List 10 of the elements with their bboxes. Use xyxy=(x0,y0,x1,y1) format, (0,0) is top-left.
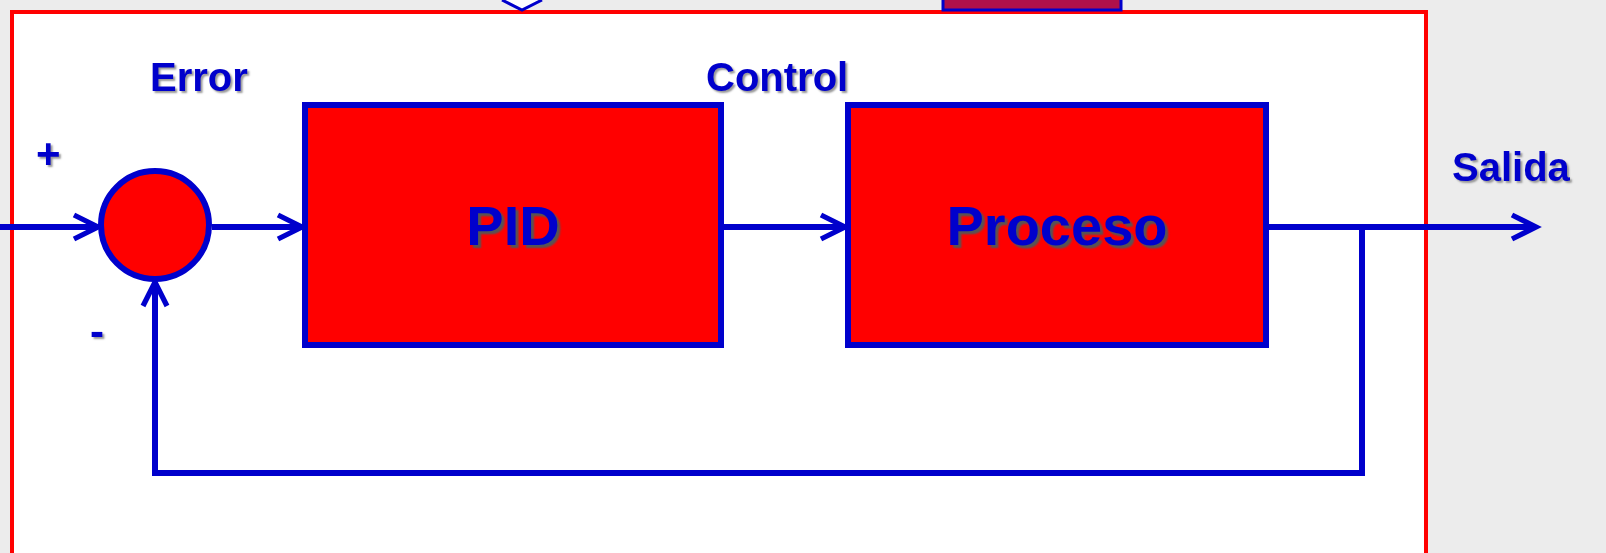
signal-label: Control xyxy=(706,55,849,100)
signal-label: - xyxy=(90,308,104,356)
process-box xyxy=(302,102,724,348)
block-label: Proceso xyxy=(946,192,1168,258)
signal-label: Error xyxy=(150,55,248,100)
block-label: PID xyxy=(466,192,560,258)
process-box xyxy=(845,102,1269,348)
arrow xyxy=(140,224,1365,476)
signal-label: Salida xyxy=(1452,145,1570,190)
signal-label: + xyxy=(36,130,61,178)
